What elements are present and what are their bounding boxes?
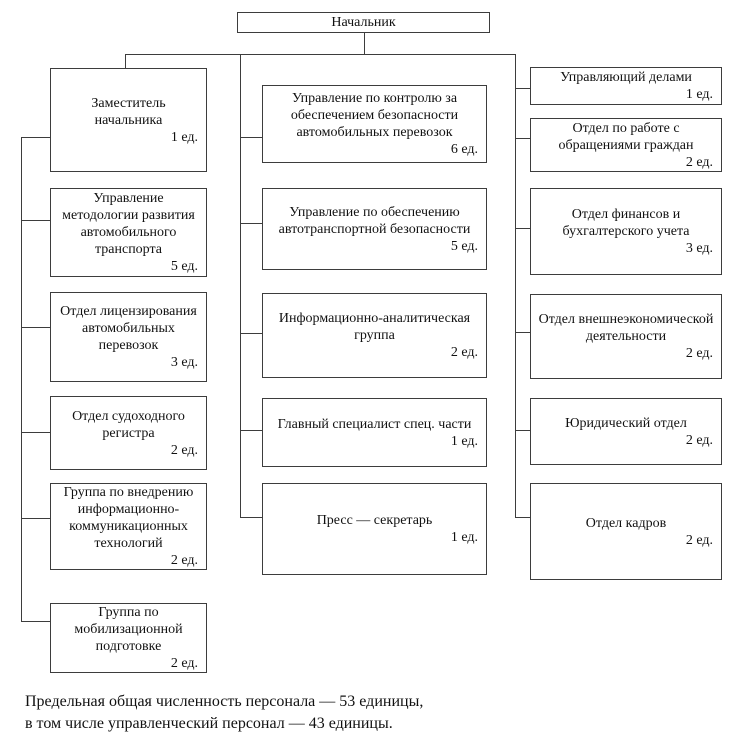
org-box-count: 2 ед. xyxy=(685,532,713,548)
connector-stub xyxy=(21,137,50,138)
org-box-count: 1 ед. xyxy=(685,87,713,102)
org-box-hr-dept: Отдел кадров 2 ед. xyxy=(530,483,722,580)
org-box-label: Отдел кадров xyxy=(585,515,667,531)
connector-stub xyxy=(21,327,50,328)
org-box-citizens-appeals-dept: Отдел по работе с обращениями граждан 2 … xyxy=(530,118,722,172)
connector-left-trunk xyxy=(21,137,22,622)
org-box-deputy-chief: Заместитель начальника 1 ед. xyxy=(50,68,207,172)
org-box-count: 2 ед. xyxy=(685,346,713,361)
org-box-transport-safety-control-dept: Управление по контролю за обеспечением б… xyxy=(262,85,487,163)
org-box-count: 2 ед. xyxy=(170,553,198,568)
org-box-count: 2 ед. xyxy=(170,442,198,458)
connector-middle-trunk xyxy=(240,54,241,518)
org-box-label: Отдел финансов и бухгалтерского учета xyxy=(562,207,690,239)
org-box-mobilization-group: Группа по мобилизационной подготовке 2 е… xyxy=(50,603,207,673)
org-box-count: 3 ед. xyxy=(170,355,198,370)
org-box-count: 5 ед. xyxy=(450,238,478,254)
org-box-count: 6 ед. xyxy=(450,142,478,157)
org-box-info-analytics-group: Информационно-аналитическая группа 2 ед. xyxy=(262,293,487,378)
org-box-label: Управление по обеспечению автотранспортн… xyxy=(278,204,471,237)
org-box-label: Группа по мобилизационной подготовке xyxy=(74,605,183,654)
connector-stub xyxy=(515,228,530,229)
connector-stub xyxy=(21,518,50,519)
connector-stub xyxy=(515,430,530,431)
org-box-count: 1 ед. xyxy=(450,433,478,449)
connector-chief-drop xyxy=(364,32,365,54)
org-box-methodology-dept: Управление методологии развития автомоби… xyxy=(50,188,207,277)
org-box-label: Управляющий делами xyxy=(560,70,692,85)
org-box-label: Управление по контролю за обеспечением б… xyxy=(290,91,459,140)
org-box-count: 2 ед. xyxy=(450,345,478,360)
connector-stub xyxy=(515,517,530,518)
connector-stub xyxy=(240,333,262,334)
footnote-line-1: Предельная общая численность персонала —… xyxy=(25,693,424,710)
footnote: Предельная общая численность персонала —… xyxy=(25,691,423,735)
connector-stub xyxy=(240,430,262,431)
connector-stub xyxy=(21,220,50,221)
org-box-label: Отдел по работе с обращениями граждан xyxy=(558,120,694,153)
org-box-label: Отдел внешнеэкономической деятельности xyxy=(538,312,714,344)
connector-stub xyxy=(240,223,262,224)
org-box-licensing-dept: Отдел лицензирования автомобильных перев… xyxy=(50,292,207,382)
org-box-transport-security-dept: Управление по обеспечению автотранспортн… xyxy=(262,188,487,270)
connector-right-trunk xyxy=(515,54,516,518)
footnote-line-2: в том числе управленческий персонал — 43… xyxy=(25,715,393,732)
org-box-foreign-economic-dept: Отдел внешнеэкономической деятельности 2… xyxy=(530,294,722,379)
connector-left-drop xyxy=(125,54,126,68)
org-box-label: Главный специалист спец. части xyxy=(277,416,472,432)
connector-stub xyxy=(21,621,50,622)
org-box-label: Начальник xyxy=(331,15,396,30)
org-box-count: 1 ед. xyxy=(170,129,198,145)
org-box-label: Группа по внедрению информационно-коммун… xyxy=(63,485,194,551)
org-box-finance-dept: Отдел финансов и бухгалтерского учета 3 … xyxy=(530,188,722,275)
org-box-count: 5 ед. xyxy=(170,259,198,274)
org-box-press-secretary: Пресс — секретарь 1 ед. xyxy=(262,483,487,575)
org-box-label: Пресс — секретарь xyxy=(316,513,433,528)
org-box-chief-specialist: Главный специалист спец. части 1 ед. xyxy=(262,398,487,467)
org-box-label: Отдел лицензирования автомобильных перев… xyxy=(60,304,197,353)
org-box-count: 1 ед. xyxy=(450,530,478,545)
org-box-shipping-register-dept: Отдел судоходного регистра 2 ед. xyxy=(50,396,207,470)
org-box-legal-dept: Юридический отдел 2 ед. xyxy=(530,398,722,465)
org-box-count: 2 ед. xyxy=(685,432,713,448)
connector-top-horizontal xyxy=(125,54,516,55)
org-box-label: Юридический отдел xyxy=(565,415,687,431)
org-box-label: Информационно-аналитическая группа xyxy=(278,311,471,343)
org-box-administration-manager: Управляющий делами 1 ед. xyxy=(530,67,722,105)
connector-stub xyxy=(515,138,530,139)
connector-stub xyxy=(515,88,530,89)
org-box-ict-group: Группа по внедрению информационно-коммун… xyxy=(50,483,207,570)
connector-stub xyxy=(240,137,262,138)
org-box-label: Заместитель начальника xyxy=(91,95,166,128)
connector-stub xyxy=(515,332,530,333)
org-box-count: 2 ед. xyxy=(685,154,713,170)
org-box-count: 3 ед. xyxy=(685,241,713,256)
connector-stub xyxy=(21,432,50,433)
org-box-label: Отдел судоходного регистра xyxy=(72,408,185,441)
org-box-chief: Начальник xyxy=(237,12,490,33)
connector-stub xyxy=(240,517,262,518)
org-box-label: Управление методологии развития автомоби… xyxy=(62,191,195,257)
org-box-count: 2 ед. xyxy=(170,656,198,671)
